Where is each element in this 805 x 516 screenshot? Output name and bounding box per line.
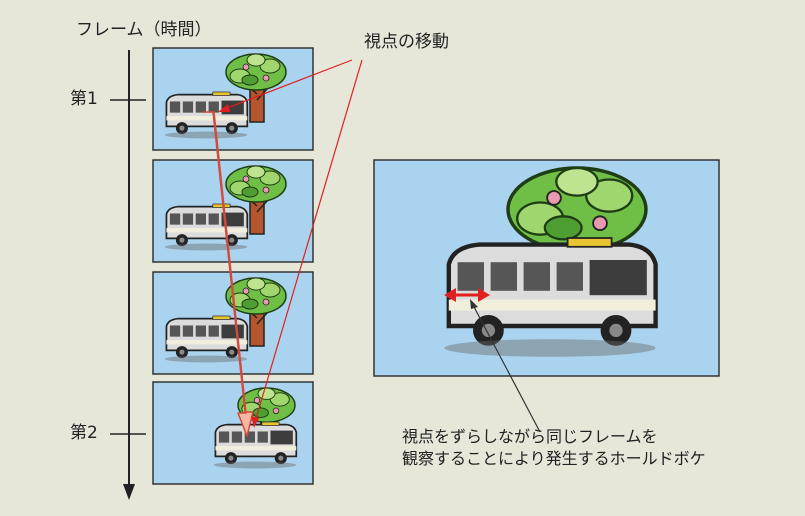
caption-text: 視点をずらしながら同じフレームを 観察することにより発生するホールドボケ <box>402 426 706 470</box>
frame-2-thumbnail <box>152 159 314 263</box>
viewpoint-movement-label: 視点の移動 <box>364 32 449 52</box>
viewpoint-movement-arrow <box>202 111 254 437</box>
pointer-arrowhead-frame4 <box>251 416 259 428</box>
frame-2-label: 第2 <box>70 423 98 443</box>
caption-pointer-arrowhead <box>470 299 478 309</box>
caption-line-1: 視点をずらしながら同じフレームを <box>402 427 658 446</box>
pointer-line-to-frame1 <box>221 59 353 111</box>
frame-1-label: 第1 <box>70 89 98 109</box>
pointer-arrowhead-frame1 <box>218 104 230 112</box>
frame-4-thumbnail <box>152 381 314 485</box>
caption-pointer-line <box>472 304 541 433</box>
caption-line-2: 観察することにより発生するホールドボケ <box>402 449 706 468</box>
frame-1-thumbnail <box>152 47 314 151</box>
large-bus-illustration <box>373 159 720 377</box>
pointer-line-to-frame4 <box>254 59 363 423</box>
axis-title: フレーム（時間） <box>76 20 212 40</box>
double-arrow-icon <box>444 288 490 302</box>
down-arrow-icon <box>123 484 135 500</box>
